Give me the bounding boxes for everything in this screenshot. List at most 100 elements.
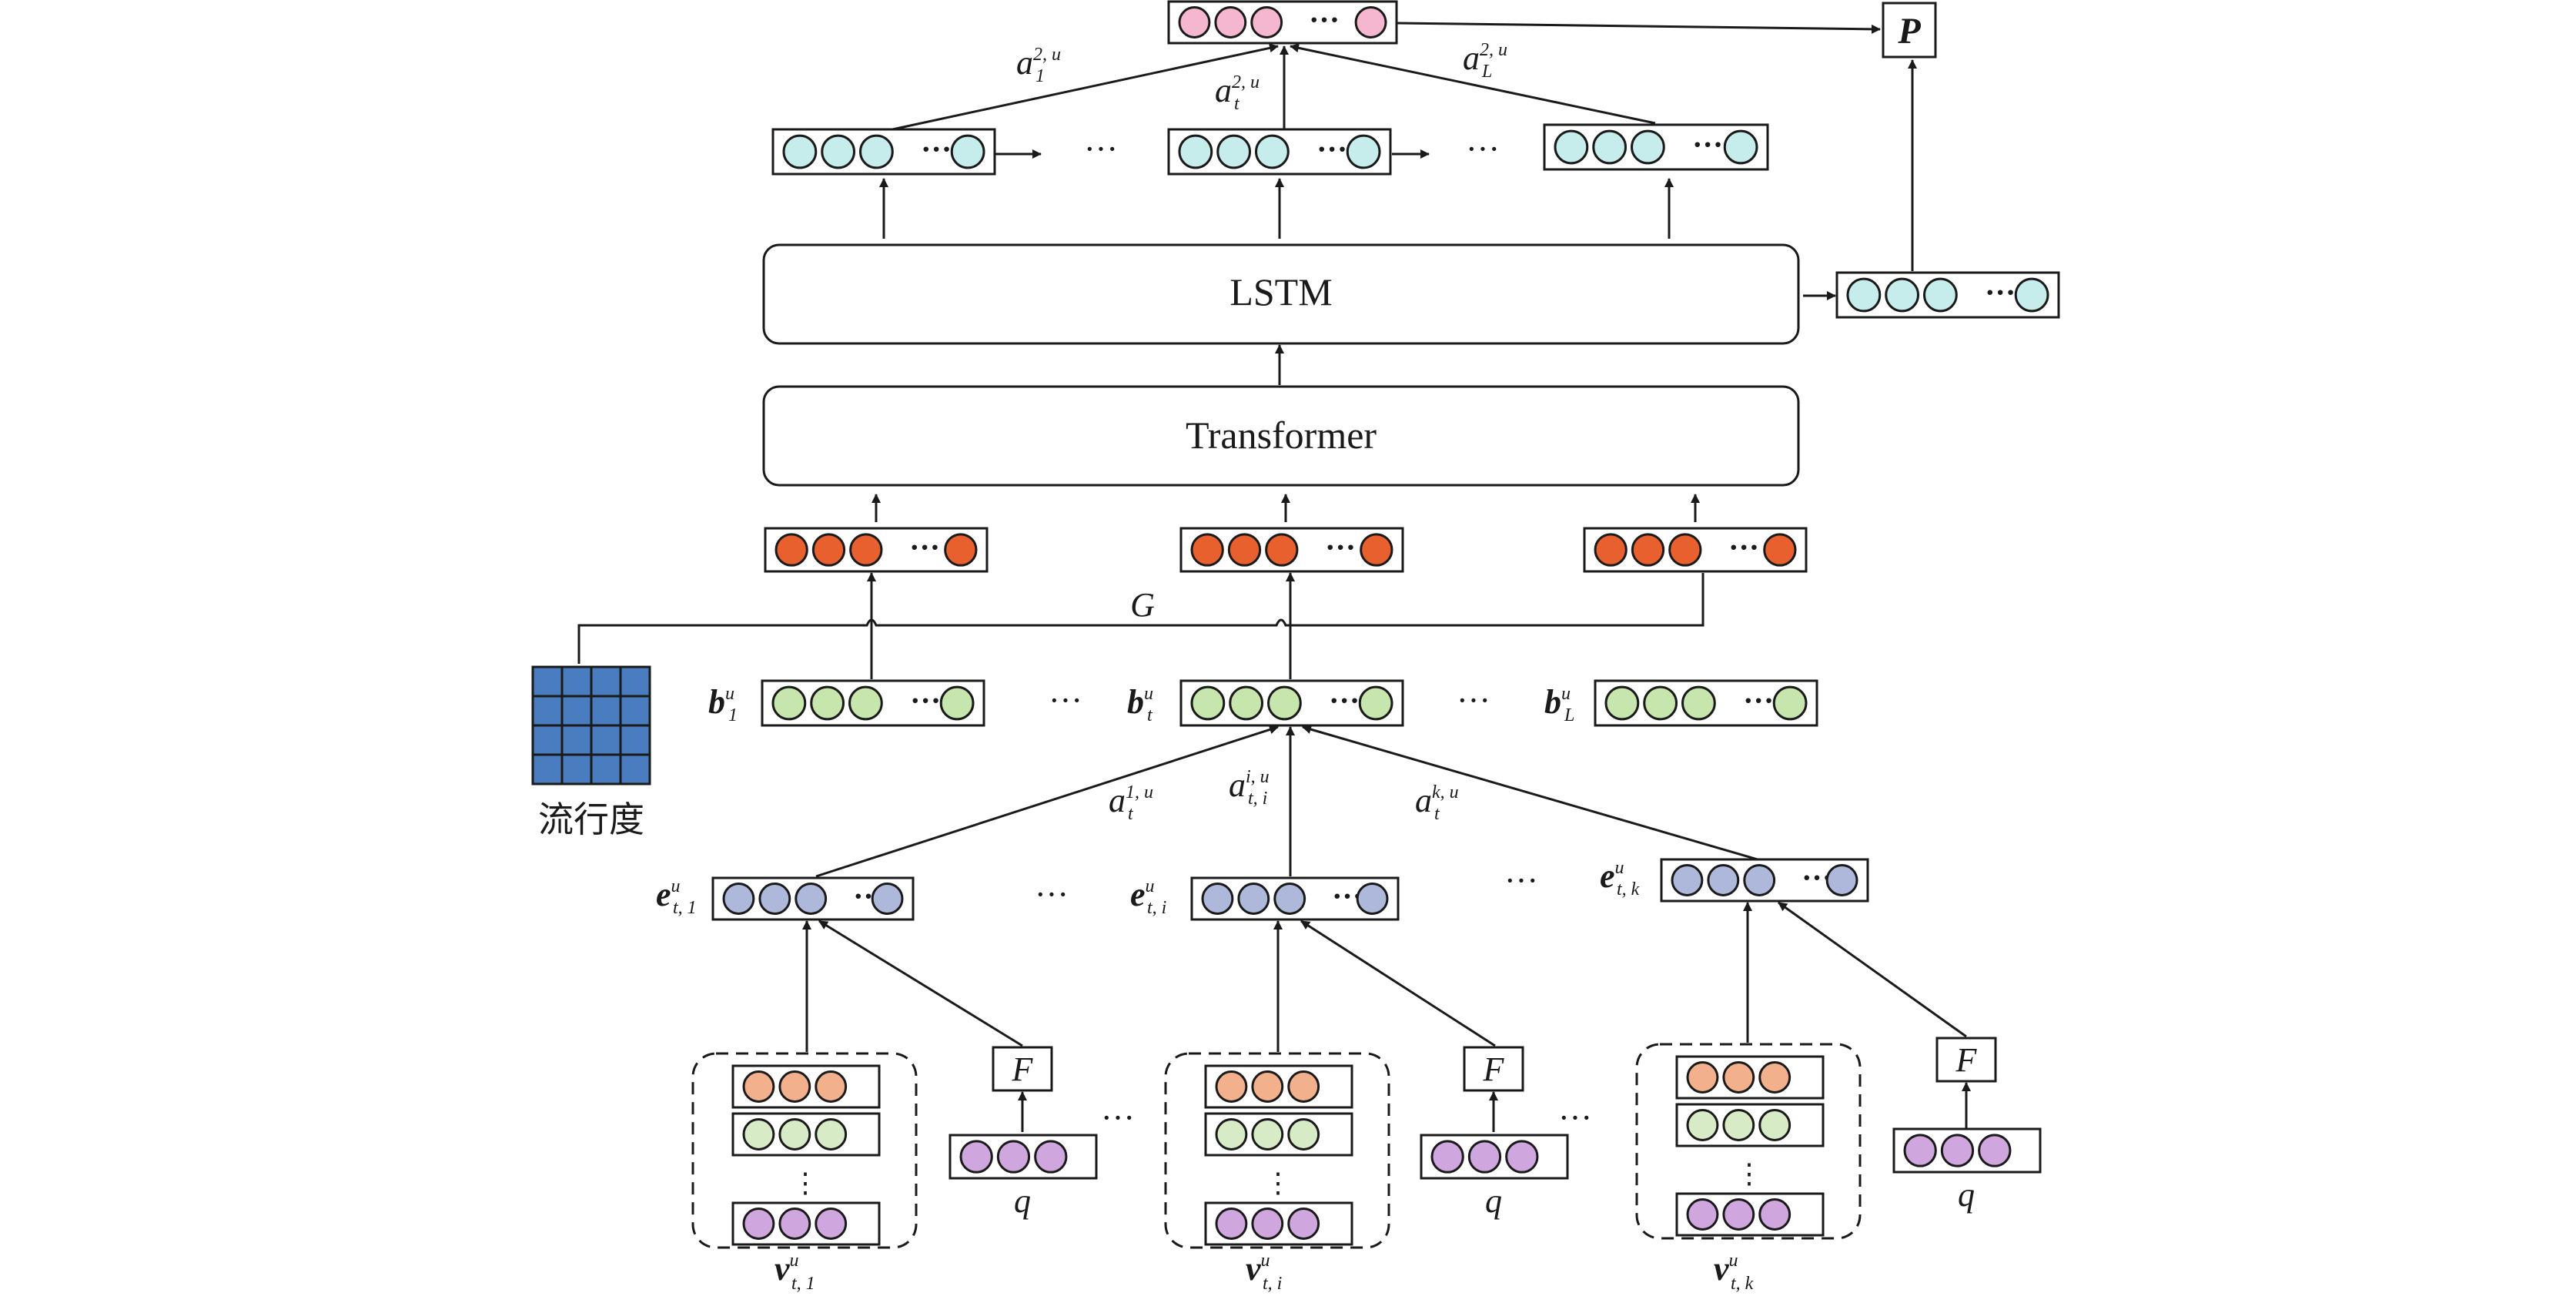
item-vector-k: eu bbox=[1600, 857, 1624, 895]
feature-group-box-1 bbox=[691, 1052, 918, 1249]
attention-top-3-sub: L bbox=[1481, 62, 1492, 82]
item-vector-row-i: ··· bbox=[1190, 876, 1400, 921]
feature-group-1: vu bbox=[774, 1250, 799, 1288]
feature-row-peach-i-unit bbox=[1287, 1070, 1320, 1103]
prediction-label: P bbox=[1897, 11, 1921, 52]
feature-row-purple-k-unit bbox=[1758, 1198, 1791, 1231]
connectors bbox=[577, 22, 1971, 1132]
feature-row-green-k bbox=[1675, 1103, 1825, 1147]
attention-top-2-sub: t bbox=[1234, 94, 1240, 114]
transformer-input-l-unit bbox=[1668, 533, 1702, 567]
filter-label-3: F bbox=[1955, 1041, 1978, 1079]
transformer-input-1: ··· bbox=[764, 527, 989, 573]
transformer-input-t-ellipsis: ··· bbox=[1325, 530, 1356, 564]
feature-row-peach-k-unit bbox=[1758, 1061, 1791, 1094]
basket-vector-row-t-unit bbox=[1229, 685, 1264, 721]
item-vector-1: eu bbox=[656, 876, 681, 913]
query-vector-2-unit bbox=[1505, 1140, 1539, 1174]
lstm-output-l-unit bbox=[1592, 129, 1628, 165]
basket-vector-row-t-unit bbox=[1358, 685, 1393, 721]
basket-vector-1-sub: 1 bbox=[728, 705, 738, 725]
transformer-input-1-unit bbox=[849, 533, 883, 567]
graph-line bbox=[577, 573, 1705, 664]
feature-row-purple-i-unit bbox=[1251, 1208, 1284, 1240]
feature-row-purple-k bbox=[1675, 1192, 1825, 1237]
basket-vector-row-l-ellipsis: ··· bbox=[1743, 683, 1774, 718]
lstm-output-l: ··· bbox=[1543, 123, 1769, 171]
ellipsis-top-2: ··· bbox=[1466, 130, 1500, 168]
item-vector-row-1-unit bbox=[871, 883, 904, 915]
transformer-module: Transformer bbox=[762, 385, 1800, 487]
feature-row-green-i bbox=[1204, 1112, 1353, 1157]
feature-group-i-sub: t, i bbox=[1263, 1274, 1282, 1294]
lstm-output-1-unit bbox=[859, 134, 894, 169]
lstm-module: LSTM bbox=[762, 243, 1800, 345]
item-vector-row-k-unit bbox=[1825, 864, 1858, 896]
vdots-feature-1: ⋮ bbox=[791, 1167, 819, 1198]
lstm-output-1-unit bbox=[950, 134, 985, 169]
attention-mid-3-sub: t bbox=[1434, 804, 1440, 824]
query-vector-3 bbox=[1892, 1127, 2042, 1174]
lstm-output-t-unit bbox=[1346, 134, 1381, 169]
final-hidden-vector-unit bbox=[1846, 277, 1882, 313]
transformer-input-t-unit bbox=[1227, 533, 1262, 567]
item-vector-row-k-unit bbox=[1671, 864, 1704, 896]
basket-vector-row-1-unit bbox=[939, 685, 975, 721]
output-vector-ellipsis: ··· bbox=[1309, 2, 1340, 37]
feature-row-peach-1-unit bbox=[778, 1070, 811, 1103]
output-vector-unit bbox=[1250, 6, 1283, 39]
item-vector-row-k-unit bbox=[1743, 864, 1776, 896]
item-vector-row-1-unit bbox=[795, 883, 828, 915]
query-vector-1-unit bbox=[1034, 1140, 1068, 1174]
basket-vector-row-l-unit bbox=[1772, 685, 1808, 721]
transformer-label: Transformer bbox=[1186, 414, 1377, 457]
basket-vector-1: bu bbox=[708, 683, 734, 721]
popularity-label: 流行度 bbox=[538, 799, 644, 840]
basket-vector-row-l-unit bbox=[1604, 685, 1640, 721]
attention-mid-1: a1, u bbox=[1109, 782, 1153, 819]
lstm-output-t: ··· bbox=[1167, 128, 1392, 176]
feature-row-purple-i-unit bbox=[1215, 1208, 1248, 1240]
item-vector-i: eu bbox=[1130, 876, 1155, 913]
basket-vector-l-sub: L bbox=[1564, 705, 1574, 725]
ellipsis-basket-1: ··· bbox=[1049, 682, 1082, 719]
basket-vector-row-1-unit bbox=[810, 685, 845, 721]
transformer-input-1-unit bbox=[774, 533, 808, 567]
arrow-f1-up bbox=[818, 919, 1023, 1047]
vdots-feature-i: ⋮ bbox=[1264, 1167, 1292, 1198]
feature-row-peach-i bbox=[1204, 1064, 1353, 1109]
lstm-output-1: ··· bbox=[771, 128, 996, 176]
item-vector-row-i-unit bbox=[1356, 883, 1389, 915]
feature-row-purple-1-unit bbox=[778, 1208, 811, 1240]
feature-row-green-i-unit bbox=[1287, 1118, 1320, 1151]
attention-top-2: a2, u bbox=[1215, 72, 1260, 109]
feature-row-green-1-unit bbox=[778, 1118, 811, 1151]
transformer-input-l-unit bbox=[1763, 533, 1797, 567]
query-label-1: q bbox=[1014, 1182, 1031, 1220]
output-vector: ··· bbox=[1167, 0, 1398, 45]
query-vector-2-unit bbox=[1430, 1140, 1464, 1174]
feature-row-purple-k-unit bbox=[1722, 1198, 1755, 1231]
transformer-input-1-unit bbox=[811, 533, 846, 567]
feature-row-peach-k bbox=[1675, 1055, 1825, 1100]
feature-row-green-k-unit bbox=[1722, 1109, 1755, 1141]
attention-top-1: a2, u bbox=[1016, 44, 1061, 82]
feature-group-box-i bbox=[1164, 1052, 1390, 1249]
query-vector-1 bbox=[948, 1134, 1098, 1180]
lstm-label: LSTM bbox=[1229, 270, 1332, 313]
arrow-pink-to-p bbox=[1397, 22, 1881, 34]
graph-label: G bbox=[1130, 586, 1155, 624]
filter-label-2: F bbox=[1483, 1050, 1505, 1088]
attention-mid-2-sub: t, i bbox=[1248, 789, 1267, 809]
query-vector-1-unit bbox=[996, 1140, 1031, 1174]
basket-vector-row-1-unit bbox=[848, 685, 883, 721]
item-vector-1-sub: t, 1 bbox=[673, 898, 697, 918]
item-vector-row-1-unit bbox=[758, 883, 791, 915]
item-vector-row-k: ··· bbox=[1660, 858, 1869, 903]
output-vector-unit bbox=[1354, 6, 1387, 39]
basket-vector-row-t-unit bbox=[1190, 685, 1226, 721]
output-vector-unit bbox=[1178, 6, 1211, 39]
basket-vector-row-t-unit bbox=[1267, 685, 1302, 721]
arrow-f2-up bbox=[1300, 919, 1496, 1047]
query-vector-1-unit bbox=[959, 1140, 993, 1174]
